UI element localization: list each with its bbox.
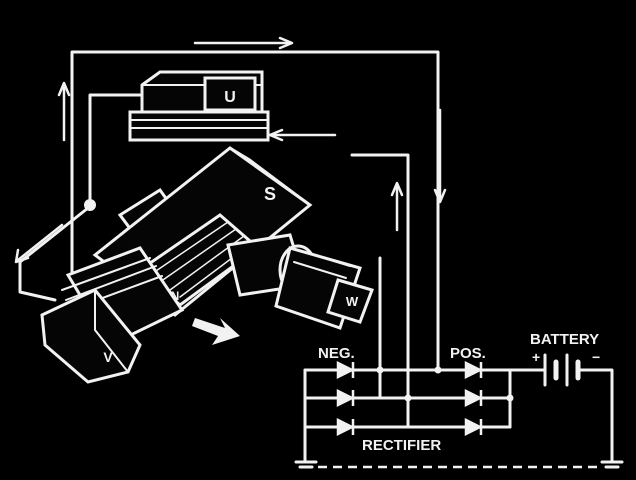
ground-return: [294, 460, 624, 469]
rotation-arrow-icon: [192, 318, 240, 345]
coil-v-label: V: [103, 349, 113, 365]
rectifier-diodes: [336, 360, 483, 437]
coil-v: V: [40, 246, 185, 384]
battery-plus-label: +: [532, 349, 540, 365]
neg-label: NEG.: [318, 345, 355, 362]
current-arrows: [14, 36, 447, 264]
battery-symbol: [538, 353, 592, 387]
coil-w: W: [226, 233, 374, 330]
coil-u-label: U: [224, 89, 236, 106]
battery-minus-label: −: [592, 349, 600, 365]
rectifier-label: RECTIFIER: [362, 437, 441, 454]
rotor-n-label: N: [171, 289, 180, 303]
junction-dots: [84, 199, 514, 402]
battery-label: BATTERY: [530, 331, 599, 348]
rotor-s-label: S: [264, 184, 276, 204]
coil-w-label: W: [346, 294, 359, 309]
coil-u: U: [128, 70, 270, 142]
pos-label: POS.: [450, 345, 486, 362]
